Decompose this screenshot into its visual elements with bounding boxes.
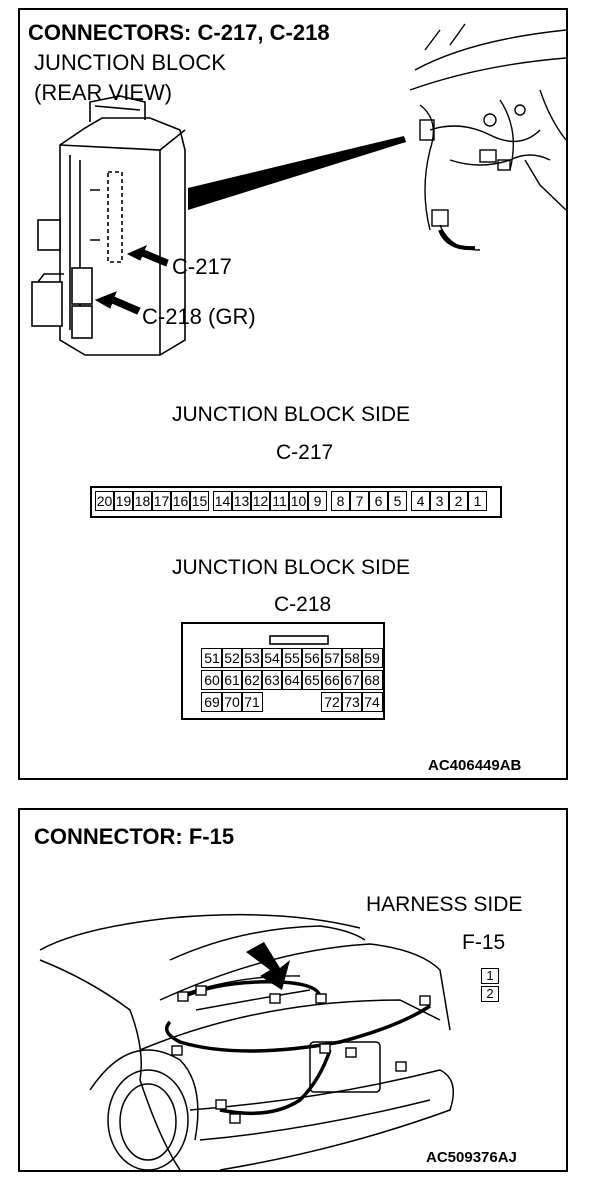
c218-heading: JUNCTION BLOCK SIDE <box>172 556 411 579</box>
c218-pin: 66 <box>321 670 343 690</box>
c218-pin: 63 <box>261 670 283 690</box>
view-label-line1: JUNCTION BLOCK <box>34 50 226 75</box>
f15-pin-1: 1 <box>481 968 499 984</box>
c218-pin: 56 <box>301 648 323 668</box>
c217-pin: 16 <box>171 491 190 511</box>
f15-pin-2: 2 <box>481 986 499 1002</box>
c217-pin: 17 <box>152 491 171 511</box>
c217-pin: 20 <box>95 491 114 511</box>
c217-pin: 13 <box>232 491 251 511</box>
c218-pin: 65 <box>301 670 323 690</box>
c217-pin: 9 <box>308 491 327 511</box>
c217-pin: 4 <box>411 491 430 511</box>
c218-pin: 61 <box>221 670 243 690</box>
c217-pin: 7 <box>350 491 369 511</box>
figure-code: AC406449AB <box>428 757 522 774</box>
connector-panel-c217-c218: CONNECTORS: C-217, C-218 JUNCTION BLOCK … <box>18 8 568 780</box>
c217-pin: 19 <box>114 491 133 511</box>
rear-vehicle-illustration <box>39 913 455 1170</box>
c217-pin: 10 <box>289 491 308 511</box>
c218-pin: 69 <box>201 692 223 712</box>
c217-pin: 18 <box>133 491 152 511</box>
c217-pin: 14 <box>213 491 232 511</box>
c218-pin: 59 <box>361 648 383 668</box>
c217-pin: 2 <box>449 491 468 511</box>
c218-pin: 60 <box>201 670 223 690</box>
c217-pin: 12 <box>251 491 270 511</box>
callout-c217: C-217 <box>172 254 232 279</box>
c218-pin: 64 <box>281 670 303 690</box>
callout-c218: C-218 (GR) <box>142 304 256 329</box>
c217-name: C-217 <box>276 441 334 464</box>
f15-name: F-15 <box>462 931 506 954</box>
c218-pin: 53 <box>241 648 263 668</box>
c218-pin: 51 <box>201 648 223 668</box>
c218-pin: 54 <box>261 648 283 668</box>
c218-pin: 52 <box>221 648 243 668</box>
connector-panel-f15: CONNECTOR: F-15 HARNESS SIDE F-15 1 2 AC… <box>18 808 568 1172</box>
c218-pin: 62 <box>241 670 263 690</box>
c218-pin: 74 <box>361 692 383 712</box>
c217-pin: 6 <box>369 491 388 511</box>
panel-title: CONNECTORS: C-217, C-218 <box>28 20 330 45</box>
c218-pin: 72 <box>321 692 343 712</box>
c217-pin: 11 <box>270 491 289 511</box>
c217-pin: 8 <box>331 491 350 511</box>
harness-side-label: HARNESS SIDE <box>366 893 523 916</box>
c217-pin: 1 <box>468 491 487 511</box>
c218-pin: 71 <box>241 692 263 712</box>
c218-pin: 73 <box>341 692 363 712</box>
c218-pin: 58 <box>341 648 363 668</box>
c217-pin: 15 <box>190 491 209 511</box>
view-label-line2: (REAR VIEW) <box>34 80 173 105</box>
c218-name: C-218 <box>274 593 332 616</box>
panel-title: CONNECTOR: F-15 <box>34 824 235 849</box>
c218-pin: 55 <box>281 648 303 668</box>
c218-pin: 57 <box>321 648 343 668</box>
c217-pin: 5 <box>388 491 407 511</box>
c218-pin: 67 <box>341 670 363 690</box>
c218-pin: 70 <box>221 692 243 712</box>
c218-pin: 68 <box>361 670 383 690</box>
c217-heading: JUNCTION BLOCK SIDE <box>172 403 411 426</box>
figure-code: AC509376AJ <box>426 1149 517 1166</box>
junction-block-illustration <box>31 23 566 645</box>
c217-pin: 3 <box>430 491 449 511</box>
